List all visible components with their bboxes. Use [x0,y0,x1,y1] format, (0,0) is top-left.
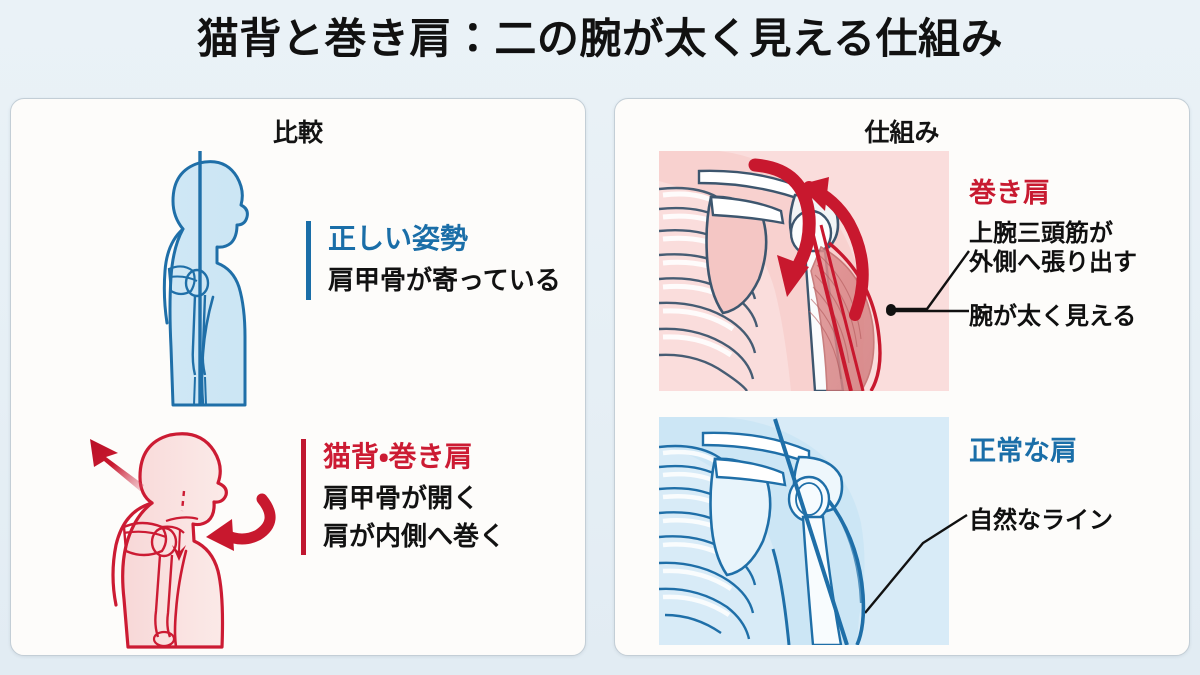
arrow-rotate-up [799,177,869,321]
mechanism-panel-header: 仕組み [864,119,940,147]
rolled-shoulder-figure [659,151,949,391]
good-posture-line-1: 肩甲骨が寄っている [328,265,561,295]
rolled-shoulder-annotation-2: 腕が太く見える [969,303,1137,330]
mechanism-panel: 仕組み [614,98,1190,656]
rolled-shoulder-annotation-1-line-1: 上腕三頭筋が [969,220,1113,247]
normal-shoulder-title: 正常な肩 [969,436,1077,466]
comparison-panel-header: 比較 [272,119,323,147]
arrow-rotate-down [748,158,816,297]
comparison-panel: 比較 [10,98,586,656]
bad-posture-callout: 猫背・巻き肩 肩甲骨が開く 肩が内側へ巻く [301,439,506,556]
rolled-shoulder-annotation-1-line-2: 外側へ張り出す [969,249,1137,277]
rolled-shoulder-annotation-1: 上腕三頭筋が 外側へ張り出す [969,219,1137,278]
page-title: 猫背と巻き肩：二の腕が太く見える仕組み [196,15,1004,62]
good-posture-callout: 正しい姿勢 肩甲骨が寄っている [306,221,561,300]
bad-posture-line-1: 肩甲骨が開く [323,483,480,513]
normal-shoulder-figure [659,417,949,645]
bad-posture-title: 猫背・巻き肩 [323,441,473,472]
good-posture-title: 正しい姿勢 [328,223,469,254]
bad-posture-line-2: 肩が内側へ巻く [323,520,506,551]
rolled-shoulder-title: 巻き肩 [969,178,1050,208]
arrow-roll-inward [206,493,276,551]
normal-shoulder-annotation-1: 自然なライン [969,507,1113,534]
bad-posture-figure [66,399,291,649]
arrow-backward [90,439,144,491]
good-posture-figure [121,147,311,407]
